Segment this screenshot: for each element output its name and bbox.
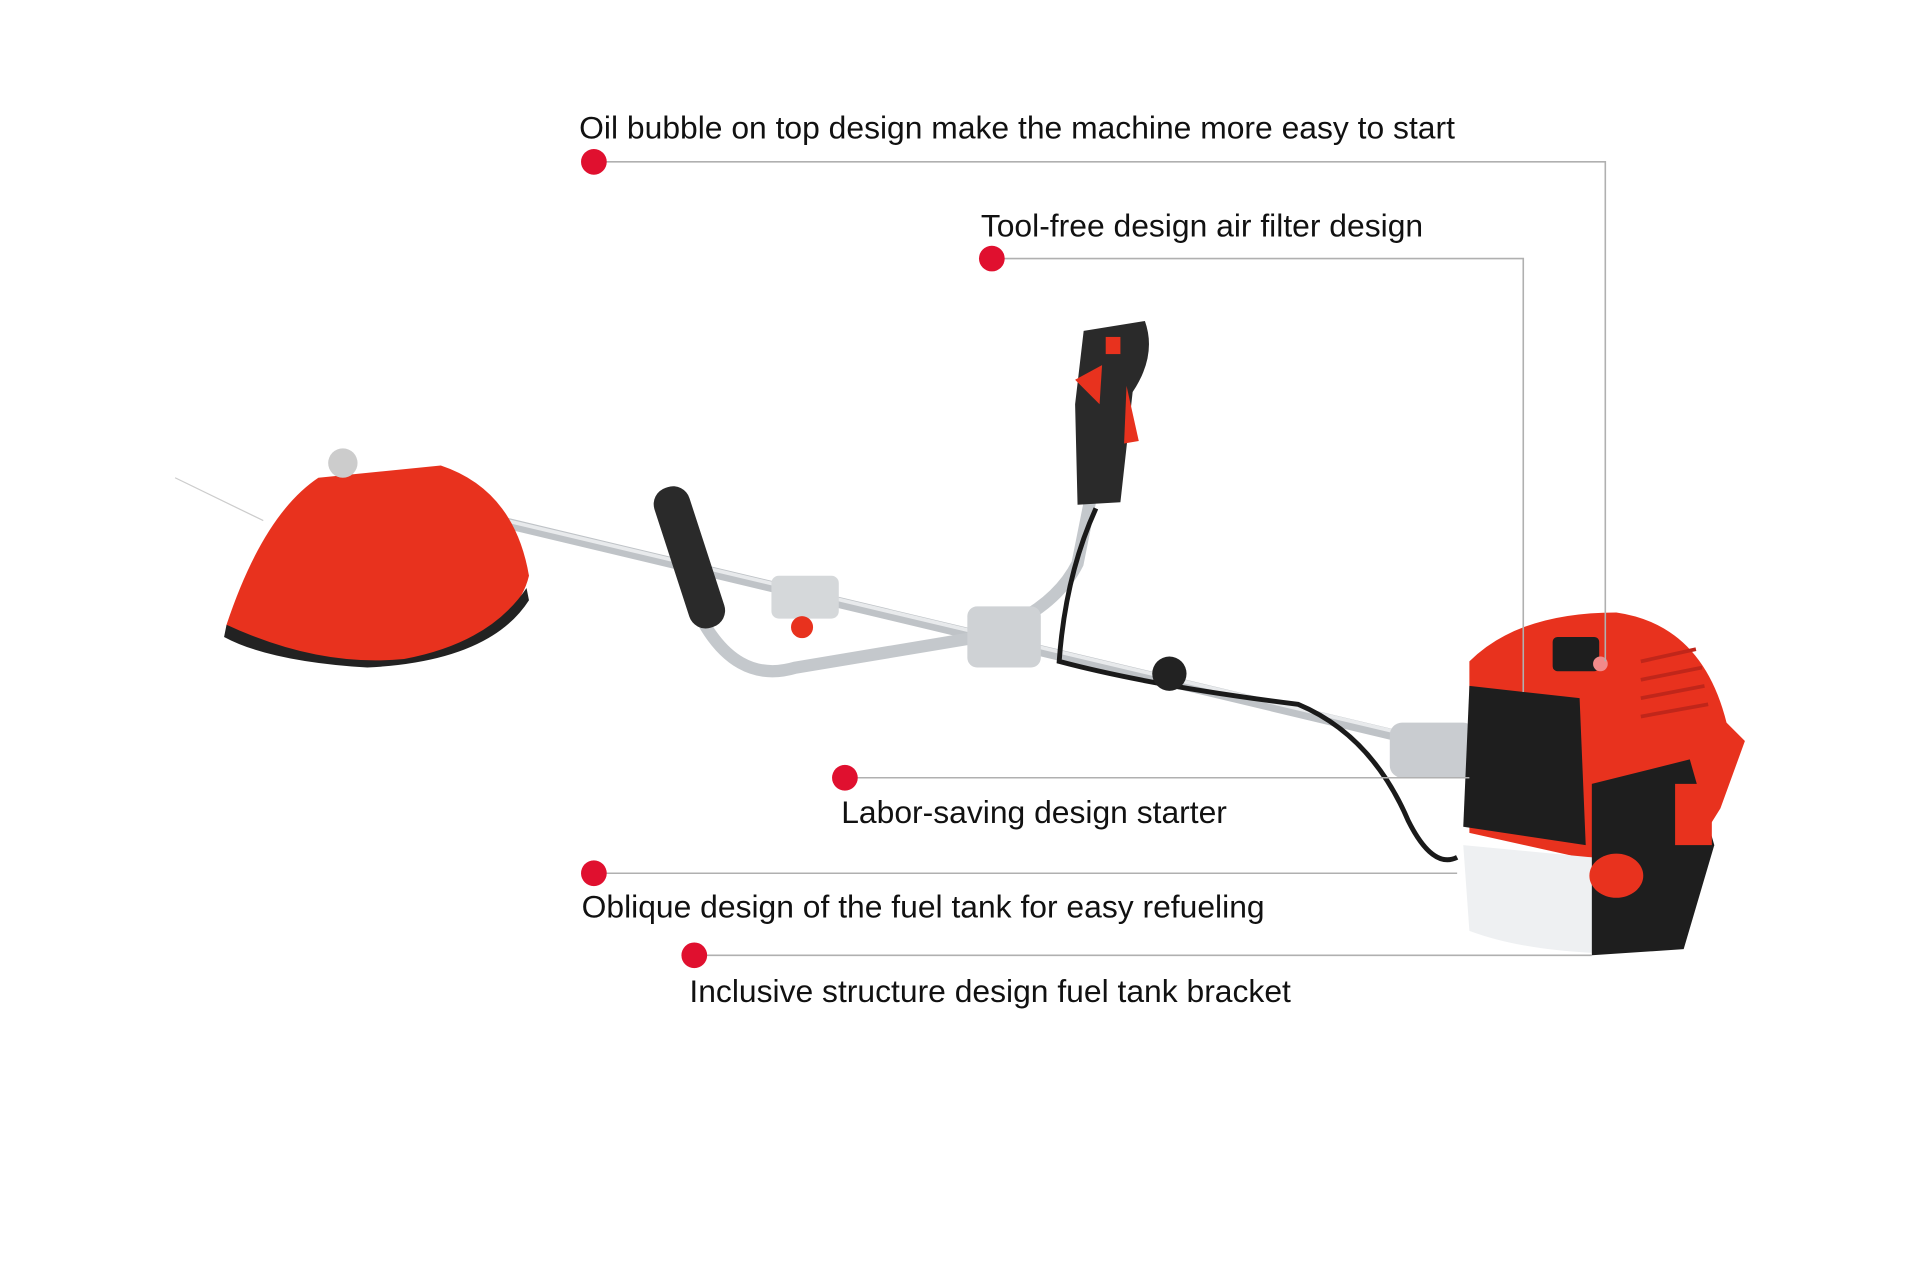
brush-cutter-illustration [174,321,1745,956]
callout-label: Labor-saving design starter [841,794,1227,830]
callout-fuel-tank: Oblique design of the fuel tank for easy… [581,860,1265,924]
callout-tank-bracket: Inclusive structure design fuel tank bra… [681,942,1291,1009]
callout-label: Oblique design of the fuel tank for easy… [582,888,1265,924]
callout-label: Inclusive structure design fuel tank bra… [689,973,1291,1009]
callout-starter: Labor-saving design starter [832,764,1227,830]
callout-oil-bubble: Oil bubble on top design make the machin… [579,110,1455,175]
callout-label: Oil bubble on top design make the machin… [579,110,1455,146]
callout-dot [832,764,858,791]
callout-dot [581,860,607,887]
callout-dot [581,148,607,175]
callout-label: Tool-free design air filter design [981,208,1423,244]
callout-dot [681,942,708,969]
leader-lines [593,161,1607,957]
callout-air-filter: Tool-free design air filter design [978,208,1423,272]
callout-dot [978,245,1005,272]
